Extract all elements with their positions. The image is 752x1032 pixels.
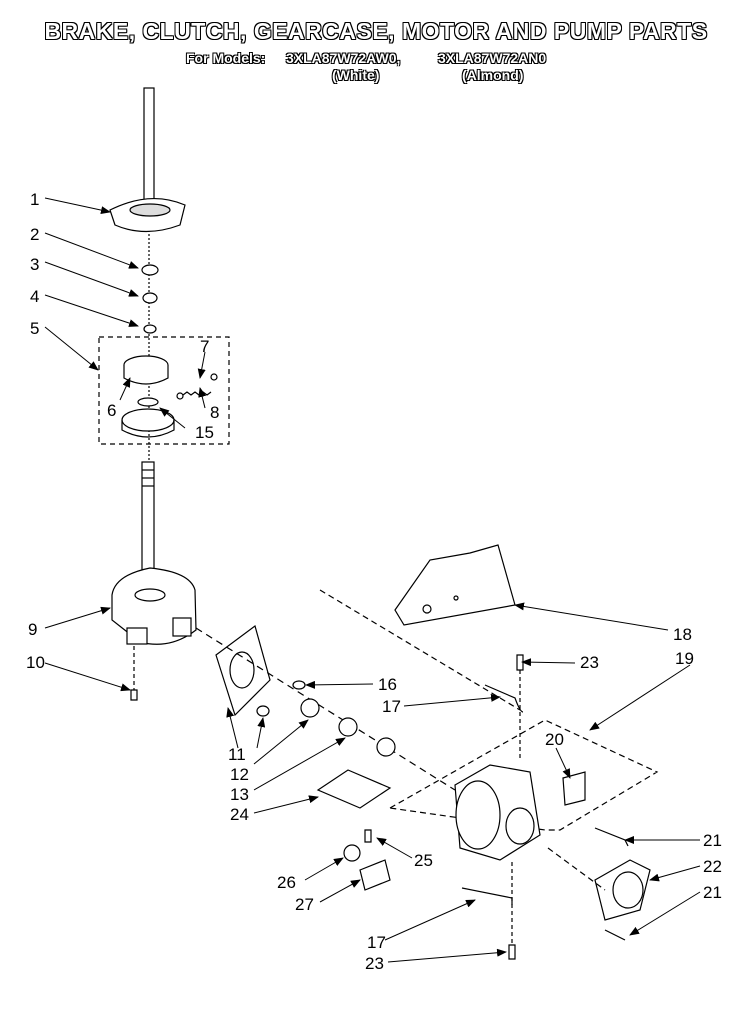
callout-9: 9 <box>28 620 37 639</box>
ring-part <box>142 292 158 304</box>
callout-2: 2 <box>30 225 39 244</box>
callout-27: 27 <box>295 895 314 914</box>
callout-11: 11 <box>228 745 246 764</box>
clip-part-upper <box>594 827 629 847</box>
motor-switch-part <box>562 771 586 806</box>
screw-part-small <box>364 829 372 843</box>
callout-16: 16 <box>378 675 397 694</box>
callout-12: 12 <box>230 765 249 784</box>
pump-impeller-part <box>300 698 320 718</box>
callout-21a: 21 <box>703 831 722 850</box>
motor-bracket-part <box>394 544 516 626</box>
callout-23a: 23 <box>580 653 599 672</box>
page-title: BRAKE, CLUTCH, GEARCASE, MOTOR AND PUMP … <box>44 18 708 44</box>
variant-white: (White) <box>332 67 380 83</box>
callout-4: 4 <box>30 287 39 306</box>
callout-6: 6 <box>107 401 116 420</box>
spring-clip-part <box>484 684 524 713</box>
pump-coupling-part <box>338 717 358 737</box>
clutch-assembly-box <box>98 336 230 445</box>
clutch-spring-part <box>182 391 212 396</box>
model-almond: 3XLA87W72AN0 <box>438 50 547 66</box>
callout-13: 13 <box>230 785 249 804</box>
screw-part-lower <box>508 944 516 960</box>
clip-part-lower <box>604 929 626 941</box>
callout-25: 25 <box>414 851 433 870</box>
variant-almond: (Almond) <box>462 67 524 83</box>
callout-1: 1 <box>30 190 39 209</box>
callout-3: 3 <box>30 255 39 274</box>
bolt-part <box>130 689 138 701</box>
motor-part <box>454 764 541 861</box>
bushing-part <box>343 844 361 862</box>
callout-15: 15 <box>195 423 214 442</box>
pump-part <box>594 859 651 921</box>
drive-shaft-part <box>141 461 155 588</box>
callout-24: 24 <box>230 805 249 824</box>
callout-7: 7 <box>200 337 209 356</box>
small-ring-part <box>143 324 157 334</box>
callout-17: 17 <box>382 697 401 716</box>
pump-mount-part <box>215 624 271 717</box>
clamp-part <box>359 859 391 891</box>
strap-part <box>461 887 513 905</box>
callout-20: 20 <box>545 730 564 749</box>
clutch-pulley-part <box>121 397 175 438</box>
callout-8: 8 <box>210 403 219 422</box>
brake-assembly-part <box>109 197 186 233</box>
callout-23b: 23 <box>365 954 384 973</box>
callout-18: 18 <box>673 625 692 644</box>
callout-26: 26 <box>277 873 296 892</box>
callout-5: 5 <box>30 319 39 338</box>
model-white: 3XLA87W72AW0, <box>286 50 401 66</box>
callout-21b: 21 <box>703 883 722 902</box>
callout-22: 22 <box>703 857 722 876</box>
shield-part <box>316 769 392 809</box>
washer-part <box>141 264 159 276</box>
callout-17b: 17 <box>367 933 386 952</box>
pump-seal-part <box>376 737 396 757</box>
gearcase-part <box>111 567 197 645</box>
models-prefix: For Models: <box>186 50 266 66</box>
callout-labels: 1 2 3 4 5 6 7 8 15 9 10 11 12 13 24 16 1… <box>26 190 722 973</box>
clutch-band-part <box>123 355 169 385</box>
callout-19: 19 <box>675 649 694 668</box>
callout-10: 10 <box>26 653 45 672</box>
